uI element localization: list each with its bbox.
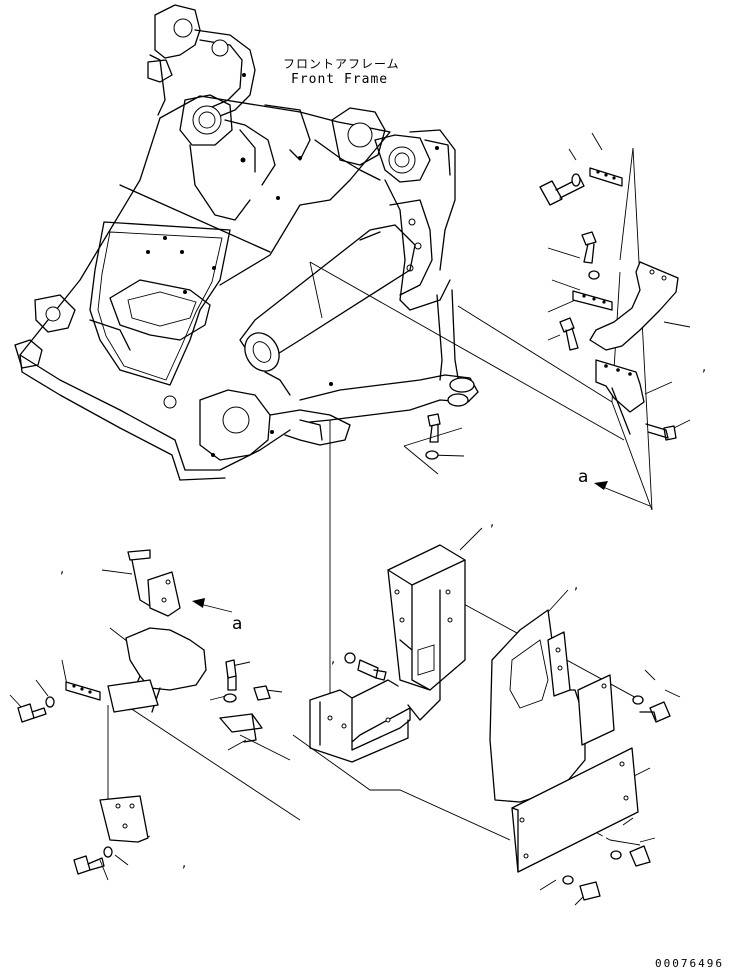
callout-mark: ,	[702, 360, 707, 375]
callout-mark: ,	[574, 578, 579, 593]
callout-mark: ,	[182, 856, 187, 871]
left-lower-parts	[17, 549, 271, 875]
frame-bolt-set	[425, 413, 441, 460]
view-reference-label-upper: a	[578, 467, 589, 487]
callout-mark: ,	[490, 515, 495, 530]
title-japanese: フロントアフレーム	[283, 57, 400, 71]
upper-right-parts	[539, 167, 679, 441]
view-reference-label-lower: a	[232, 614, 243, 634]
title-english: Front Frame	[291, 72, 389, 87]
front-frame-assembly	[14, 4, 479, 481]
center-bracket	[309, 544, 466, 763]
guard-plates	[489, 609, 671, 901]
assembly-lines	[9, 132, 691, 906]
callout-mark: ,	[331, 652, 336, 667]
callout-mark: ,	[60, 562, 65, 577]
drawing-number: 00076496	[655, 957, 724, 970]
